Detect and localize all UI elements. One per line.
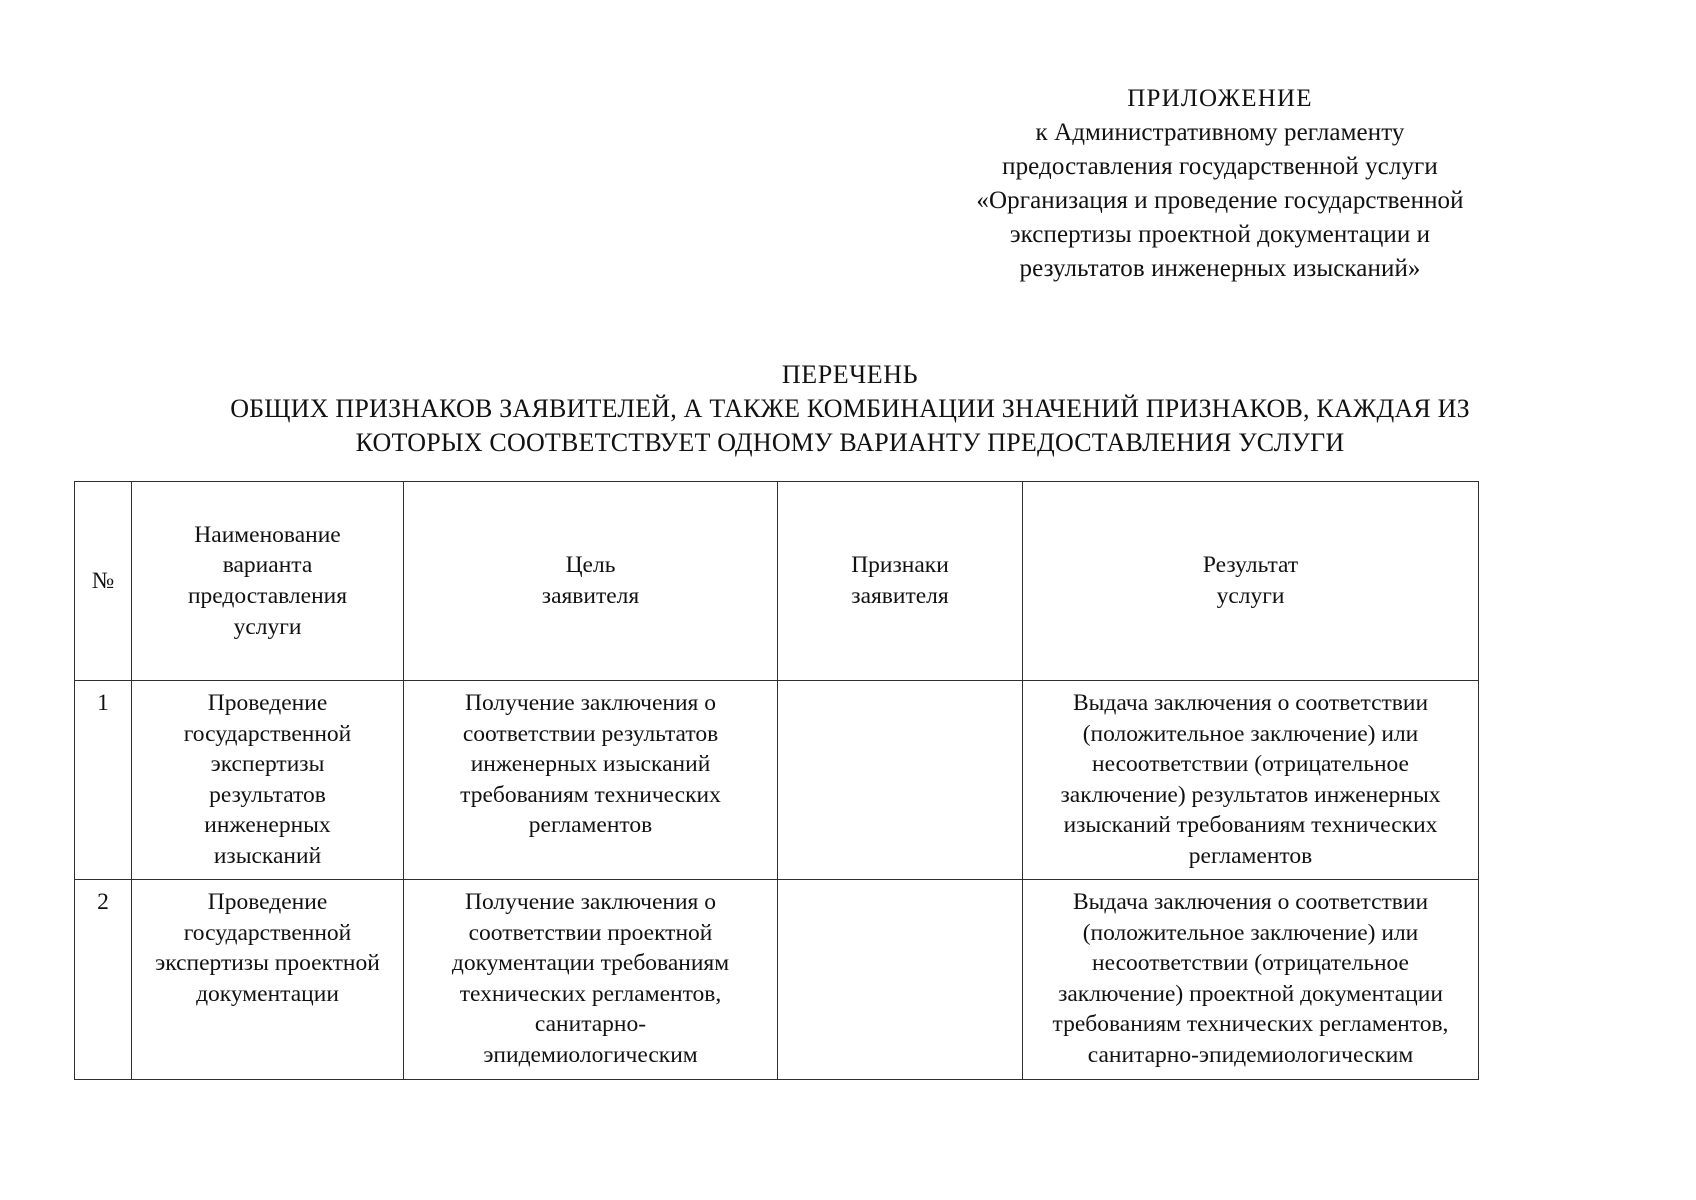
cell-result: Выдача заключения о соответствии (положи… xyxy=(1022,879,1479,1080)
cell-variant-name-line-2: государственной xyxy=(183,720,352,747)
column-header-variant-name: Наименование варианта предоставления усл… xyxy=(131,481,404,681)
column-header-variant-name-line-3: предоставления xyxy=(187,583,348,609)
cell-goal-line-5: регламентов xyxy=(528,812,653,839)
column-header-signs-line-1: Признаки xyxy=(851,552,949,579)
cell-result-line-1: Выдача заключения о соответствии xyxy=(1072,889,1429,916)
column-header-result-line-2: услуги xyxy=(1216,583,1285,609)
cell-goal-line-6: эпидемиологическим xyxy=(483,1042,698,1069)
column-header-signs-line-2: заявителя xyxy=(851,583,949,609)
cell-variant-name-line-5: инженерных xyxy=(204,812,331,839)
column-header-variant-name-line-4: услуги xyxy=(233,613,302,640)
cell-goal-line-2: соответствии проектной xyxy=(468,919,713,946)
column-header-number: № xyxy=(74,481,132,681)
cell-result-line-4: заключение) проектной документации xyxy=(1058,980,1443,1007)
column-header-number-line-1: № xyxy=(91,567,115,594)
cell-result-line-3: несоответствии (отрицательное xyxy=(1092,751,1409,778)
column-header-signs: Признаки заявителя xyxy=(777,481,1023,681)
column-header-goal: Цель заявителя xyxy=(403,481,778,681)
cell-result-line-2: (положительное заключение) или xyxy=(1082,720,1419,747)
appendix-header-line-1: ПРИЛОЖЕНИЕ xyxy=(1127,85,1313,112)
cell-result-line-3: несоответствии (отрицательное xyxy=(1092,950,1409,977)
cell-goal-line-1: Получение заключения о xyxy=(465,889,716,916)
cell-result-line-2: (положительное заключение) или xyxy=(1082,919,1419,946)
column-header-result: Результат услуги xyxy=(1022,481,1479,681)
cell-result: Выдача заключения о соответствии (положи… xyxy=(1022,679,1479,881)
cell-goal-line-2: соответствии результатов xyxy=(462,720,719,747)
column-header-result-line-1: Результат xyxy=(1202,552,1299,579)
table-header: № Наименование варианта предоставления у… xyxy=(74,481,1479,681)
cell-result-line-6: санитарно-эпидемиологическим xyxy=(1087,1042,1414,1069)
cell-variant-name-line-1: Проведение xyxy=(207,690,328,716)
cell-variant-name-line-4: результатов xyxy=(209,781,326,808)
table-body: 1 Проведение государственной экспертизы … xyxy=(74,679,1479,1080)
cell-goal-line-3: документации требованиям xyxy=(451,950,730,977)
table-row: 1 Проведение государственной экспертизы … xyxy=(74,679,1479,881)
column-header-goal-line-1: Цель xyxy=(565,552,616,579)
cell-number: 1 xyxy=(74,679,132,881)
column-header-variant-name-line-2: варианта xyxy=(222,552,313,579)
cell-goal-line-4: технических регламентов, xyxy=(459,980,722,1007)
page-title-sub-line-2: КОТОРЫХ СООТВЕТСТВУЕТ ОДНОМУ ВАРИАНТУ ПР… xyxy=(355,427,1345,457)
appendix-header-block: ПРИЛОЖЕНИЕ к Административному регламент… xyxy=(940,82,1500,286)
cell-number: 2 xyxy=(74,879,132,1080)
variants-table: № Наименование варианта предоставления у… xyxy=(74,481,1479,1080)
cell-variant-name-line-3: экспертизы проектной xyxy=(155,950,380,977)
page-title-sub-line-1: ОБЩИХ ПРИЗНАКОВ ЗАЯВИТЕЛЕЙ, А ТАКЖЕ КОМБ… xyxy=(230,393,1470,423)
appendix-header-line-3: предоставления государственной услуги xyxy=(1002,153,1438,180)
cell-variant-name: Проведение государственной экспертизы ре… xyxy=(131,679,404,881)
cell-number-value: 2 xyxy=(97,889,109,916)
cell-variant-name-line-2: государственной xyxy=(183,919,352,946)
cell-variant-name-line-1: Проведение xyxy=(207,889,328,916)
cell-goal-line-1: Получение заключения о xyxy=(465,690,716,716)
appendix-header-line-4: «Организация и проведение государственно… xyxy=(976,187,1464,214)
cell-goal: Получение заключения о соответствии прое… xyxy=(403,879,778,1080)
appendix-header-line-6: результатов инженерных изысканий» xyxy=(1019,255,1421,282)
cell-goal-line-4: требованиям технических xyxy=(460,781,721,808)
column-header-goal-line-2: заявителя xyxy=(541,583,640,609)
cell-signs xyxy=(777,879,1023,1080)
page-title: ПЕРЕЧЕНЬ ОБЩИХ ПРИЗНАКОВ ЗАЯВИТЕЛЕЙ, А Т… xyxy=(60,358,1640,459)
cell-result-line-1: Выдача заключения о соответствии xyxy=(1072,690,1429,716)
variants-table-container: № Наименование варианта предоставления у… xyxy=(74,481,1479,1080)
cell-result-line-4: заключение) результатов инженерных xyxy=(1060,781,1441,808)
cell-variant-name: Проведение государственной экспертизы пр… xyxy=(131,879,404,1080)
cell-signs xyxy=(777,679,1023,881)
page-title-main: ПЕРЕЧЕНЬ xyxy=(781,360,919,389)
cell-goal: Получение заключения о соответствии резу… xyxy=(403,679,778,881)
cell-result-line-5: требованиям технических регламентов, xyxy=(1052,1011,1449,1038)
cell-result-line-6: регламентов xyxy=(1188,842,1313,869)
cell-variant-name-line-6: изысканий xyxy=(213,842,322,869)
cell-variant-name-line-4: документации xyxy=(196,980,339,1007)
cell-goal-line-3: инженерных изысканий xyxy=(470,751,711,778)
appendix-header-line-2: к Административному регламенту xyxy=(1035,119,1405,146)
cell-variant-name-line-3: экспертизы xyxy=(210,751,325,778)
cell-goal-line-5: санитарно- xyxy=(534,1011,647,1038)
cell-number-value: 1 xyxy=(97,690,109,716)
column-header-variant-name-line-1: Наименование xyxy=(194,521,341,548)
table-header-row: № Наименование варианта предоставления у… xyxy=(74,481,1479,681)
appendix-header-line-5: экспертизы проектной документации и xyxy=(1009,221,1431,248)
table-row: 2 Проведение государственной экспертизы … xyxy=(74,879,1479,1080)
cell-result-line-5: изысканий требованиям технических xyxy=(1063,812,1438,839)
